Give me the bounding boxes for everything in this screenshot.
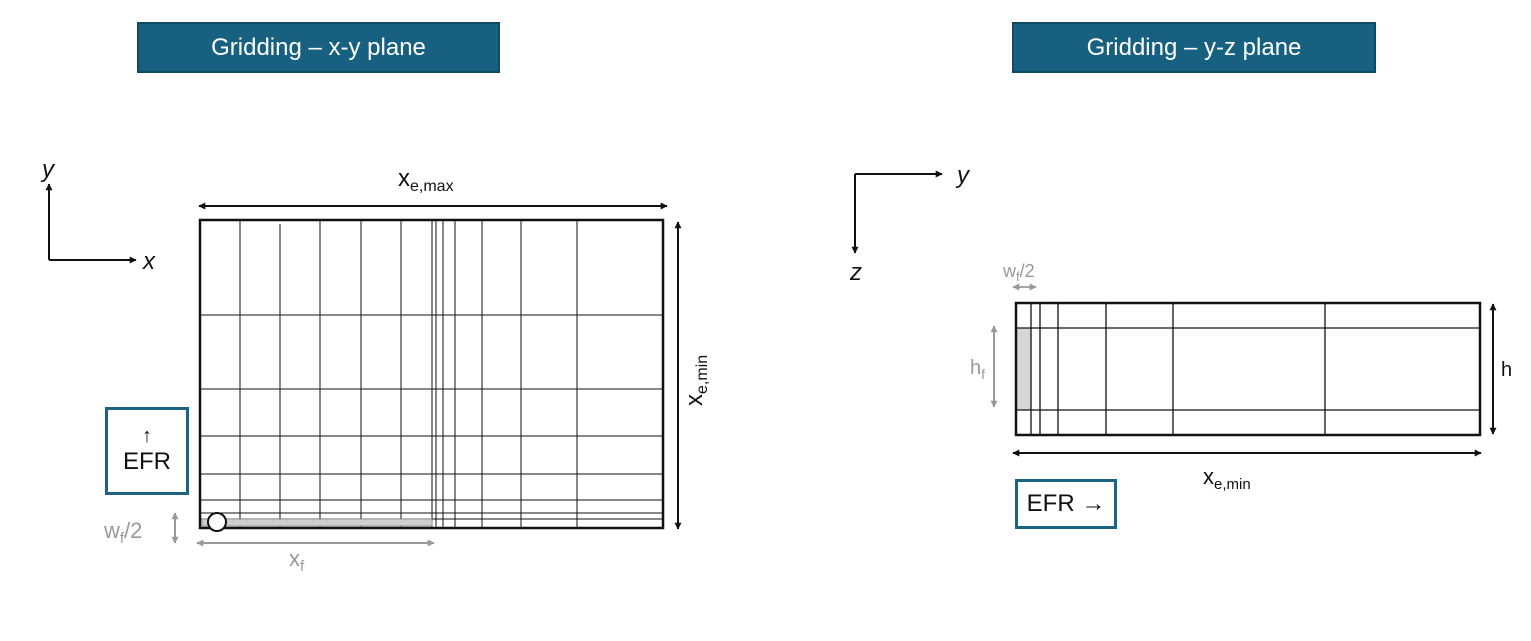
yz-xemin-label: xe,min [1203, 464, 1251, 493]
yz-h-label: h [1501, 359, 1512, 381]
xy-wf-label: wf/2 [103, 518, 142, 547]
xy-well-circle [207, 512, 227, 532]
xy-y-axis-label: y [40, 156, 56, 183]
title-xy-text: Gridding – x-y plane [211, 33, 426, 61]
xy-xemin-label: xe,min [681, 355, 711, 406]
efr-box-xy: ↑ EFR [105, 407, 189, 495]
yz-grid-border [1014, 301, 1482, 437]
title-yz-plane: Gridding – y-z plane [1012, 22, 1376, 73]
yz-z-axis-label: z [849, 259, 862, 286]
xy-fracture [201, 518, 433, 527]
yz-grid [1014, 301, 1482, 437]
xy-x-axis-label: x [142, 248, 156, 275]
xy-xf-label: xf [289, 546, 305, 575]
xy-xemax-label: xe,max [398, 165, 454, 195]
yz-hf-label: hf [970, 357, 985, 382]
efr-yz-label: EFR → [1026, 490, 1106, 517]
yz-wf-label: wf/2 [1002, 261, 1035, 284]
xy-axes: y x [40, 156, 156, 275]
title-yz-text: Gridding – y-z plane [1086, 33, 1302, 61]
yz-axes: y z [849, 162, 971, 286]
yz-y-axis-label: y [955, 162, 971, 189]
efr-box-yz: EFR → [1015, 479, 1117, 529]
title-xy-plane: Gridding – x-y plane [137, 22, 500, 73]
yz-fracture [1017, 328, 1031, 410]
xy-grid [198, 218, 665, 530]
efr-xy-label: EFR [123, 448, 171, 475]
efr-up-arrow-icon: ↑ [142, 425, 152, 447]
